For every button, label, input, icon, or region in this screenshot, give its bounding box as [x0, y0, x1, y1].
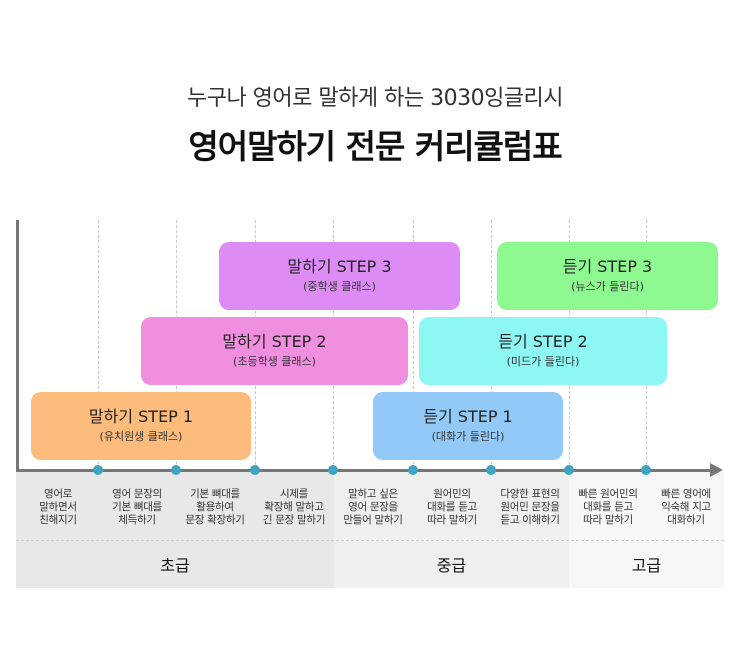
divider: [16, 540, 724, 541]
page-title: 영어말하기 전문 커리큘럼표: [188, 127, 562, 166]
step-subtitle: (초등학생 클래스): [233, 355, 316, 368]
listening-step-1: 듣기 STEP 1 (대화가 들린다): [373, 392, 563, 460]
axis-dot: [328, 465, 338, 475]
grid-line: [98, 220, 99, 540]
y-axis: [16, 220, 19, 472]
axis-dot: [171, 465, 181, 475]
listening-step-3: 듣기 STEP 3 (뉴스가 들린다): [497, 242, 718, 310]
speaking-step-2: 말하기 STEP 2 (초등학생 클래스): [141, 317, 408, 385]
level-advanced: 고급: [631, 556, 662, 575]
axis-dot: [250, 465, 260, 475]
listening-step-2: 듣기 STEP 2 (미드가 들린다): [419, 317, 667, 385]
stage-desc: 다양한 표현의 원어민 문장을 듣고 이해하기: [500, 488, 560, 526]
step-subtitle: (중학생 클래스): [303, 280, 376, 293]
axis-dot: [564, 465, 574, 475]
axis-dot: [641, 465, 651, 475]
step-subtitle: (뉴스가 들린다): [571, 280, 644, 293]
subtitle: 누구나 영어로 말하게 하는 3030잉글리시: [186, 86, 564, 111]
axis-arrow-icon: [710, 463, 723, 477]
zone-beginner: [16, 472, 334, 588]
stage-desc: 빠른 영어에 익숙해 지고 대화하기: [661, 488, 711, 526]
step-title: 말하기 STEP 2: [222, 332, 327, 351]
level-beginner: 초급: [160, 556, 190, 575]
stage-desc: 기본 뼈대를 활용하여 문장 확장하기: [185, 488, 245, 526]
level-intermediate: 중급: [436, 556, 467, 575]
grid-line: [413, 220, 414, 540]
axis-dot: [93, 465, 103, 475]
step-title: 듣기 STEP 3: [562, 257, 653, 276]
stage-desc: 말하고 싶은 영어 문장을 만들어 말하기: [343, 488, 403, 526]
axis-dot: [408, 465, 418, 475]
step-title: 말하기 STEP 3: [287, 257, 392, 276]
stage-desc: 영어로 말하면서 친해지기: [39, 488, 77, 526]
step-title: 듣기 STEP 2: [498, 332, 588, 351]
stage-desc: 원어민의 대화를 듣고 따라 말하기: [427, 488, 477, 526]
speaking-step-1: 말하기 STEP 1 (유치원생 클래스): [31, 392, 251, 460]
axis-dot: [486, 465, 496, 475]
step-subtitle: (대화가 들린다): [431, 430, 505, 443]
stage-desc: 영어 문장의 기본 뼈대를 체득하기: [112, 488, 162, 526]
zone-intermediate: [334, 472, 569, 588]
stage-desc: 시제를 확장해 말하고 긴 문장 말하기: [262, 488, 326, 526]
x-axis: [16, 469, 712, 472]
step-subtitle: (유치원생 클래스): [99, 430, 183, 443]
speaking-step-3: 말하기 STEP 3 (중학생 클래스): [219, 242, 460, 310]
zone-advanced: [569, 472, 724, 588]
stage-table: 영어로 말하면서 친해지기 영어 문장의 기본 뼈대를 체득하기 기본 뼈대를 …: [16, 472, 724, 588]
step-title: 듣기 STEP 1: [423, 407, 513, 426]
step-subtitle: (미드가 들린다): [506, 355, 580, 368]
stage-desc: 빠른 원어민의 대화를 듣고 따라 말하기: [578, 488, 638, 526]
step-title: 말하기 STEP 1: [88, 407, 194, 426]
